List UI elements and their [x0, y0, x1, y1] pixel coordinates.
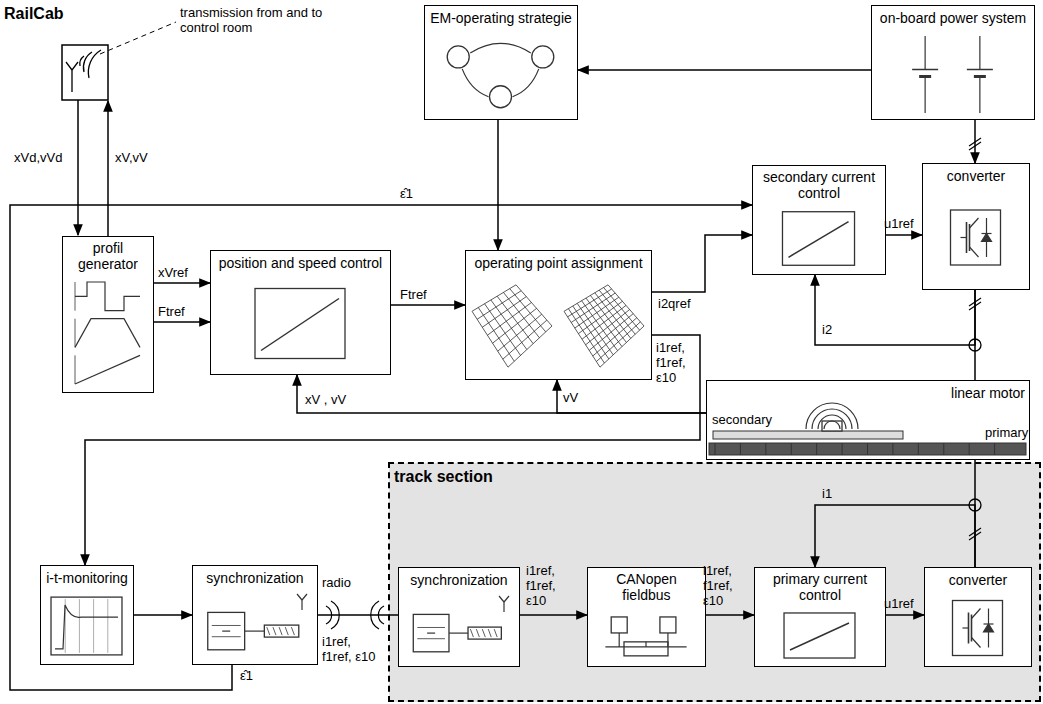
uplink-arrow	[107, 101, 109, 236]
text-holder: secondary current control	[753, 166, 885, 205]
label-text: ε̂1	[240, 668, 253, 683]
process-box: i-t-monitoring	[40, 565, 134, 665]
connector	[154, 282, 210, 284]
edge-label: i2qref	[658, 296, 691, 311]
connector	[520, 614, 587, 616]
edge-label: ε̂1	[400, 186, 413, 201]
connector	[974, 120, 976, 163]
connector	[815, 505, 975, 567]
node-text: synchronization	[206, 570, 303, 586]
label-text: xVd,vVd	[14, 150, 62, 165]
node-text: linear motor	[951, 385, 1025, 401]
process-box: position and speed control	[210, 250, 391, 375]
node-text: CANopen fieldbus	[592, 571, 701, 603]
node-text: profil generator	[67, 240, 149, 272]
node-text: operating point assignment	[474, 255, 642, 271]
text-holder: position and speed control	[211, 251, 390, 275]
label-text: transmission from and to control room	[180, 5, 345, 35]
label-text: primary	[985, 425, 1028, 440]
connector	[297, 375, 706, 413]
text-holder: primary current control	[755, 568, 885, 607]
edge-label: u1ref	[884, 596, 914, 611]
text-holder: converter	[923, 164, 1029, 188]
edge-label: u1ref	[884, 216, 914, 231]
process-box: synchronization	[398, 567, 520, 667]
connector	[391, 304, 465, 306]
edge-label: xVref	[158, 265, 188, 280]
process-box: primary current control	[754, 567, 886, 667]
node-text: i-t-monitoring	[46, 570, 128, 586]
node-text: secondary current control	[757, 169, 881, 201]
process-box: on-board power system	[871, 5, 1035, 120]
edge-label: i1	[822, 486, 832, 501]
connector	[578, 69, 871, 71]
title-text: RailCab	[4, 4, 64, 23]
edge-label: i1ref, f1ref, ε10	[703, 563, 749, 608]
connector	[154, 321, 210, 323]
edge-label: i1ref, f1ref, ε10	[526, 563, 578, 608]
edge-label: i1ref, f1ref, ε10	[322, 634, 382, 664]
text-holder: synchronization	[399, 568, 519, 592]
connector	[10, 205, 752, 690]
edge-label: Ftref	[158, 304, 185, 319]
process-box: profil generator	[62, 236, 154, 393]
leader-line	[100, 22, 176, 54]
text-holder: EM-operating strategie	[425, 6, 577, 30]
node-text: converter	[947, 168, 1005, 184]
text-holder: synchronization	[193, 566, 317, 590]
node-text: on-board power system	[880, 10, 1026, 26]
edge-label: i1ref, f1ref, ε10	[656, 340, 698, 385]
text-holder: operating point assignment	[466, 251, 651, 275]
label-text: secondary	[712, 412, 772, 427]
connector	[497, 120, 499, 250]
connector	[318, 614, 398, 616]
text-holder: CANopen fieldbus	[588, 568, 705, 607]
antenna-symbol	[66, 50, 101, 92]
connector	[557, 380, 706, 413]
text-holder: linear motor	[707, 381, 1029, 405]
connector	[886, 614, 924, 616]
node-text: EM-operating strategie	[430, 10, 572, 26]
process-box: converter	[924, 567, 1032, 667]
text-holder: track section	[390, 464, 1039, 489]
edge-label: vV	[563, 390, 578, 405]
node-text: track section	[394, 467, 493, 486]
text-holder: on-board power system	[872, 6, 1034, 30]
connector	[706, 614, 754, 616]
downlink-arrow	[77, 100, 79, 235]
node-text: synchronization	[410, 572, 507, 588]
node-text: converter	[949, 572, 1007, 588]
text-holder: profil generator	[63, 237, 153, 276]
connector	[134, 614, 192, 616]
label-text: xV,vV	[115, 150, 148, 165]
process-box: synchronization	[192, 565, 318, 665]
process-box: EM-operating strategie	[424, 5, 578, 120]
connector	[886, 234, 922, 236]
process-box: secondary current control	[752, 165, 886, 275]
process-box: operating point assignment	[465, 250, 652, 380]
label-text: radio	[322, 575, 351, 590]
process-box: CANopen fieldbus	[587, 567, 706, 667]
text-holder: i-t-monitoring	[41, 566, 133, 590]
edge-label: Ftref	[400, 287, 427, 302]
node-text: position and speed control	[219, 255, 382, 271]
process-box: converter	[922, 163, 1030, 290]
text-holder: converter	[925, 568, 1031, 592]
node-text: primary current control	[759, 571, 881, 603]
edge-label: i2	[822, 322, 832, 337]
connector	[652, 235, 752, 292]
track-ground	[389, 463, 1041, 702]
edge-label: xV , vV	[305, 392, 346, 407]
